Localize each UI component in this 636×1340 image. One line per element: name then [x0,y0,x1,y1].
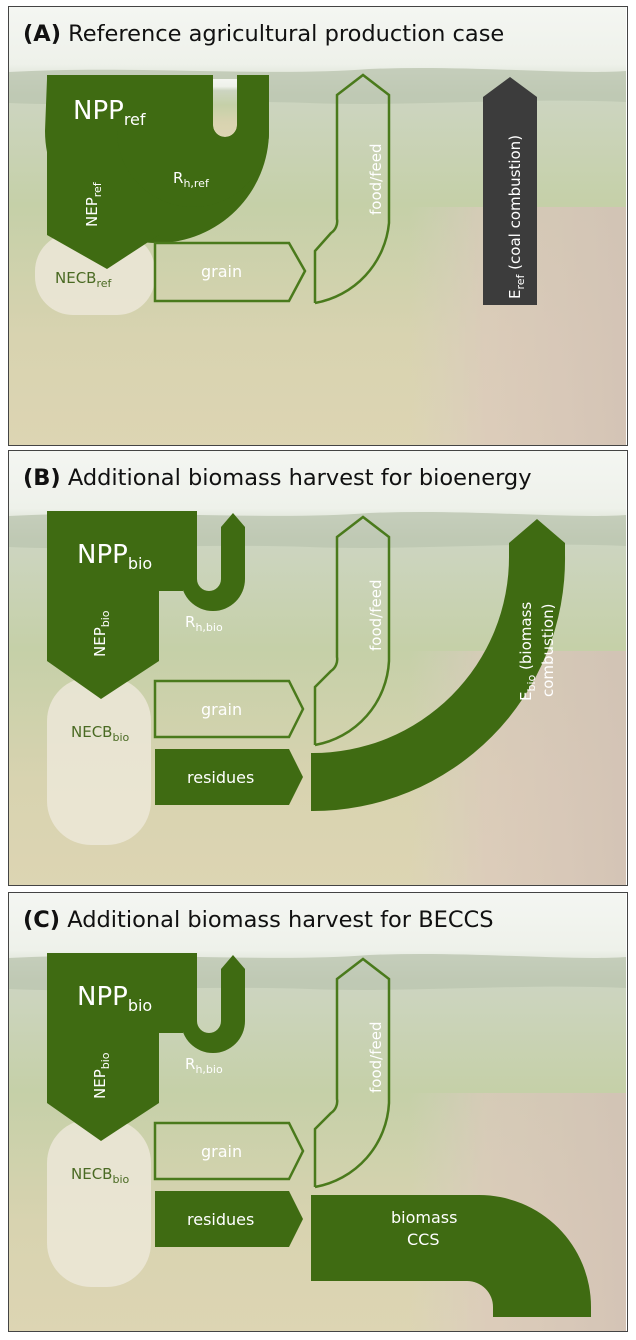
panel-b: NPPbio Rh,bio NEPbio NECBbio grain resid… [8,450,628,886]
grain-arrow [153,241,307,303]
npp-bio-block [47,953,181,1141]
npp-ref-label: NPPref [73,96,146,129]
panel-a: NPPref Rh,ref NEPref NECBref grain food/… [8,6,628,446]
grain-arrow [153,1121,305,1181]
energy-ref-arrow [483,77,537,305]
residues-label: residues [187,768,254,787]
food-feed-label: food/feed [367,1022,385,1093]
necb-bio-blob [47,1119,151,1287]
rh-bio-label: Rh,bio [185,1055,223,1076]
grain-label: grain [201,262,242,281]
necb-bio-blob [47,677,151,845]
rh-bio-u [181,511,245,611]
rh-ref-gap [213,79,237,137]
grain-arrow [153,679,305,739]
food-feed-flow [313,73,391,305]
rh-ref-u [117,75,269,207]
rh-bio-u [181,953,245,1053]
rh-bio-label: Rh,bio [185,613,223,634]
panel-b-diagram: NPPbio Rh,bio NEPbio NECBbio grain resid… [9,451,626,885]
grain-label: grain [201,1142,242,1161]
nep-bio-label: NEPbio [91,610,112,657]
food-feed-label: food/feed [367,580,385,651]
npp-bio-join [159,571,183,591]
panel-b-title: (B) Additional biomass harvest for bioen… [23,465,532,491]
residues-label: residues [187,1210,254,1229]
necb-bio-label: NECBbio [71,1165,130,1186]
necb-ref-label: NECBref [55,269,113,290]
nep-ref-label: NEPref [83,181,104,227]
npp-bio-label: NPPbio [77,982,152,1015]
biomass-ccs-flow [311,1195,591,1317]
energy-bio-label-1: Ebio (biomass [517,602,538,701]
residues-arrow [155,1191,303,1247]
panel-c-title: (C) Additional biomass harvest for BECCS [23,907,494,933]
food-feed-flow [313,515,391,747]
food-feed-flow [313,957,391,1189]
panel-a-title: (A) Reference agricultural production ca… [23,21,505,47]
energy-bio-flow [311,519,566,812]
rh-ref-label: Rh,ref [173,169,210,190]
panel-c: NPPbio Rh,bio NEPbio NECBbio grain resid… [8,892,628,1332]
panel-c-diagram: NPPbio Rh,bio NEPbio NECBbio grain resid… [9,893,626,1331]
panel-a-diagram: NPPref Rh,ref NEPref NECBref grain food/… [9,7,626,445]
necb-bio-label: NECBbio [71,723,130,744]
energy-ref-label: Eref (coal combustion) [506,135,527,299]
grain-label: grain [201,700,242,719]
nep-bio-label: NEPbio [91,1052,112,1099]
energy-bio-label-2: combustion) [539,604,557,697]
ccs-label-2: CCS [407,1230,440,1249]
ccs-label-1: biomass [391,1208,457,1227]
npp-bio-label: NPPbio [77,540,152,573]
npp-bio-block [47,511,181,699]
residues-arrow [155,749,303,805]
food-feed-label: food/feed [367,144,385,215]
npp-bio-join [159,1013,183,1033]
